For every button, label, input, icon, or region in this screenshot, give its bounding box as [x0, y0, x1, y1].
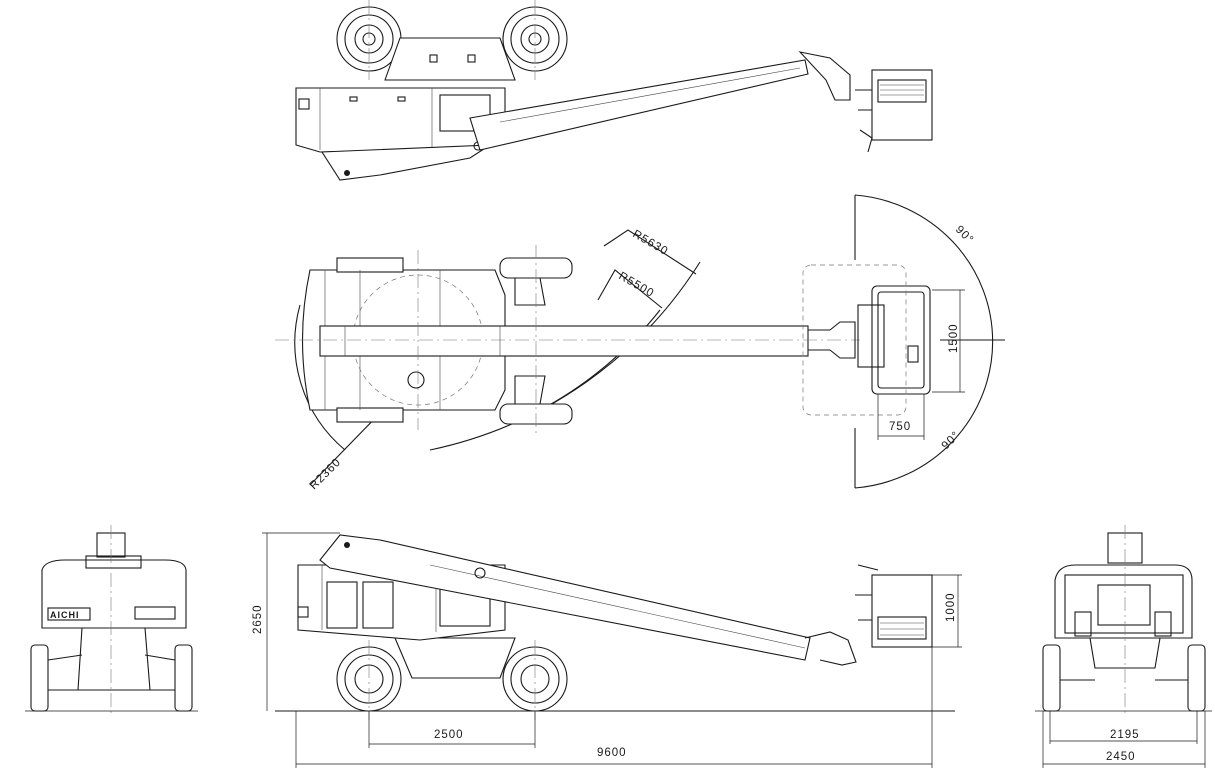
label-r2360: R2360	[308, 456, 344, 492]
label-angle-top: 90°	[953, 224, 976, 247]
label-wheelbase: 2500	[434, 729, 464, 741]
label-platform-depth: 750	[889, 421, 911, 433]
label-width: 2450	[1106, 751, 1136, 763]
label-angle-bottom: 90°	[940, 429, 963, 452]
label-r5500: R5500	[617, 270, 657, 300]
label-basket-height: 1000	[945, 592, 957, 622]
label-length: 9600	[597, 747, 627, 759]
front-view	[1035, 525, 1212, 768]
label-platform-width: 1500	[948, 323, 960, 353]
label-track: 2195	[1110, 729, 1140, 741]
brand-logo-text: AICHI	[50, 610, 80, 620]
label-height: 2650	[252, 604, 264, 634]
plan-view	[275, 194, 1005, 489]
label-r5630: R5630	[631, 228, 671, 258]
top-side-elevation	[295, 0, 933, 181]
rear-view: AICHI	[25, 525, 198, 715]
side-view	[262, 532, 962, 768]
